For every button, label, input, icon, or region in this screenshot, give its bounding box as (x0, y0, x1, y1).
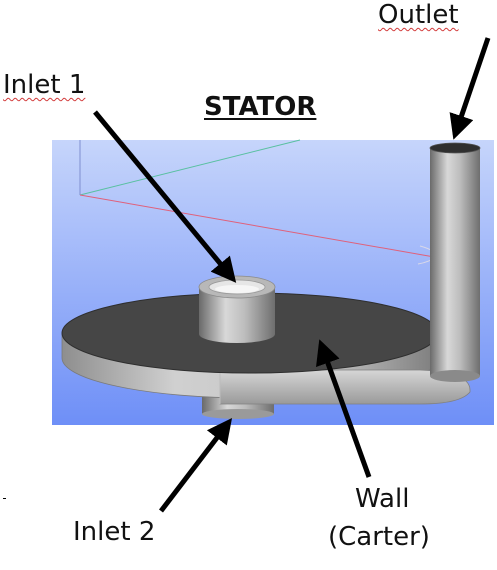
axis-x-line (79, 194, 441, 259)
axis-z-line (79, 139, 301, 196)
inlet-1-cylinder (198, 275, 276, 343)
inlet-1-arrow (93, 110, 237, 283)
wall-arrow (316, 339, 372, 478)
outlet-cylinder (429, 142, 481, 382)
outlet-label: Outlet (378, 0, 459, 30)
inlet-1-label: Inlet 1 (3, 70, 86, 100)
outlet-arrow (449, 37, 491, 140)
wall-label: Wall (355, 484, 410, 514)
inlet-2-label: Inlet 2 (73, 517, 156, 547)
stray-dot (3, 498, 6, 499)
diagram-title: STATOR (204, 92, 317, 122)
carter-label: (Carter) (328, 522, 430, 552)
inlet-2-arrow (159, 418, 233, 513)
